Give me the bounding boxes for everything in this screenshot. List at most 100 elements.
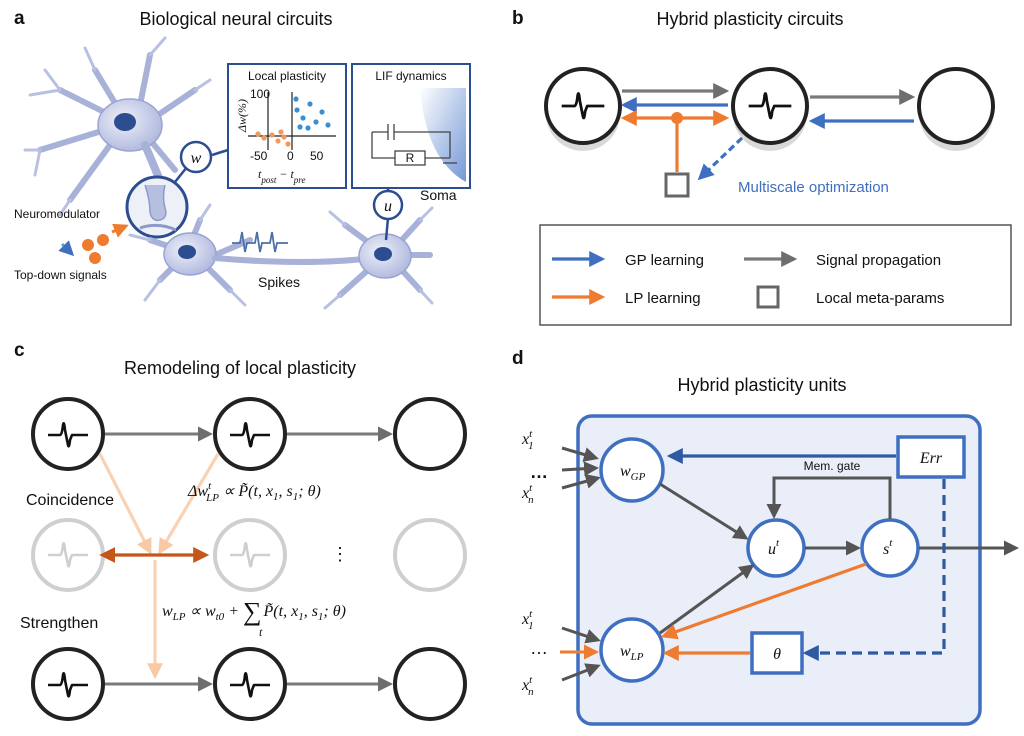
c-neuron-mid-3 <box>393 518 467 592</box>
d-input-arrow <box>561 461 599 477</box>
multiscale-dashed-arrow <box>697 136 744 181</box>
err-to-theta-dashed-arrow <box>802 479 946 661</box>
panel-c-title: Remodeling of local plasticity <box>124 358 356 378</box>
legend-meta-swatch <box>756 285 780 309</box>
c-neuron-top-1 <box>31 397 105 471</box>
hp-neuron-2 <box>731 67 809 151</box>
stdp-x-axis-label: tpost − tpre <box>258 167 305 185</box>
w-lp-label: wLP <box>620 643 644 663</box>
panel-b: b Hybrid plasticity circuits <box>512 8 1012 326</box>
neuromodulator-dot <box>97 234 109 246</box>
u-t-label: ut <box>768 537 780 558</box>
mem-gate-label: Mem. gate <box>804 459 861 473</box>
c-neuron-bottom-2 <box>213 647 287 721</box>
legend-signal-label: Signal propagation <box>816 252 941 269</box>
local-plasticity-inset: Local plasticity 100 Δw(%) -50 0 50 tpos… <box>227 63 347 189</box>
s-t-label: st <box>883 537 893 558</box>
neuron-soma-right <box>323 206 434 310</box>
topdown-arrow <box>58 240 75 257</box>
neuromodulator-label: Neuromodulator <box>14 207 100 221</box>
lif-title: LIF dynamics <box>375 69 446 83</box>
stdp-y-tick: 100 <box>250 87 270 101</box>
c-neuron-mid-2 <box>213 518 287 592</box>
legend-meta-label: Local meta-params <box>816 290 944 307</box>
d-input-arrow <box>561 446 599 462</box>
d-input-arrow <box>561 663 601 682</box>
strengthen-label: Strengthen <box>20 615 98 632</box>
theta-label: θ <box>773 646 781 663</box>
soma-label: Soma <box>420 187 457 203</box>
spike-train-icon <box>232 231 288 253</box>
w-gp-node <box>599 437 665 503</box>
c-neuron-bottom-1 <box>31 647 105 721</box>
stdp-y-axis-label: Δw(%) <box>235 99 249 133</box>
legend-box: GP learning LP learning Signal propagati… <box>539 224 1012 326</box>
panel-c-label: c <box>14 340 25 361</box>
s-t-node <box>860 518 920 578</box>
u-membrane-circle <box>372 189 404 221</box>
wgp-to-u-arrow <box>659 482 749 540</box>
stdp-x-tick-0: 0 <box>287 149 294 163</box>
legend-lp-label: LP learning <box>625 290 701 307</box>
panel-a-label: a <box>14 8 25 29</box>
err-box <box>896 435 966 479</box>
mem-gate-loop <box>766 476 892 519</box>
wlp-to-u-arrow <box>659 564 755 635</box>
c-sum-subscript: t <box>259 625 263 639</box>
multiscale-label: Multiscale optimization <box>738 179 889 196</box>
c-neuron-bottom-3 <box>393 647 467 721</box>
panel-d-label: d <box>512 348 524 369</box>
topdown-label: Top-down signals <box>14 268 107 282</box>
w-gp-label: wGP <box>620 463 646 483</box>
stdp-x-tick-neg50: -50 <box>250 149 268 163</box>
hp-neuron-3 <box>917 67 995 151</box>
c-equation-w-lp: wLP ∝ wt0 + ∑P̃(t, x1, s1; θ) <box>162 597 346 626</box>
c-vertical-dots: ⋮ <box>331 544 349 564</box>
c-coincidence-line-right <box>158 453 220 555</box>
u-symbol: u <box>384 198 392 215</box>
stdp-ltp-points <box>293 96 331 131</box>
spikes-label: Spikes <box>258 274 300 290</box>
legend-gp-label: GP learning <box>625 252 704 269</box>
lp-arrows <box>620 110 730 172</box>
neuromodulator-dot <box>89 252 101 264</box>
coincidence-label: Coincidence <box>26 492 114 509</box>
meta-param-square <box>664 172 690 198</box>
panel-d-title: Hybrid plasticity units <box>677 375 846 395</box>
neuron-bottom <box>128 203 375 307</box>
local-plasticity-title: Local plasticity <box>248 69 326 83</box>
u-t-node <box>746 518 806 578</box>
w-lp-node <box>599 617 665 683</box>
panel-c: c Remodeling of local plasticity Coincid… <box>14 340 467 721</box>
c-neuron-mid-1 <box>31 518 105 592</box>
c-neuron-top-2 <box>213 397 287 471</box>
panel-a-title: Biological neural circuits <box>139 9 332 29</box>
neuromodulator-arrow <box>111 223 129 238</box>
synapse-bouton <box>144 184 167 222</box>
panel-a: a Biological neural circuits Spikes <box>14 8 471 310</box>
d-dots-top: … <box>530 462 548 482</box>
err-label: Err <box>919 450 943 467</box>
w-symbol: w <box>191 150 202 167</box>
panel-b-label: b <box>512 8 524 29</box>
lif-resistor-label: R <box>406 151 415 165</box>
s-to-wlp-arrow <box>660 562 867 640</box>
d-input-arrow <box>561 626 601 644</box>
d-dots-bottom: … <box>530 638 548 658</box>
c-coincidence-line-left <box>98 453 152 555</box>
c-neuron-top-3 <box>393 397 467 471</box>
stdp-ltd-points <box>255 129 291 147</box>
hp-neuron-1 <box>544 67 622 151</box>
theta-box <box>750 631 804 675</box>
neuromodulator-dot <box>82 239 94 251</box>
panel-b-title: Hybrid plasticity circuits <box>656 9 843 29</box>
lif-dynamics-inset: LIF dynamics R <box>351 63 471 189</box>
d-input-arrow <box>561 473 601 490</box>
